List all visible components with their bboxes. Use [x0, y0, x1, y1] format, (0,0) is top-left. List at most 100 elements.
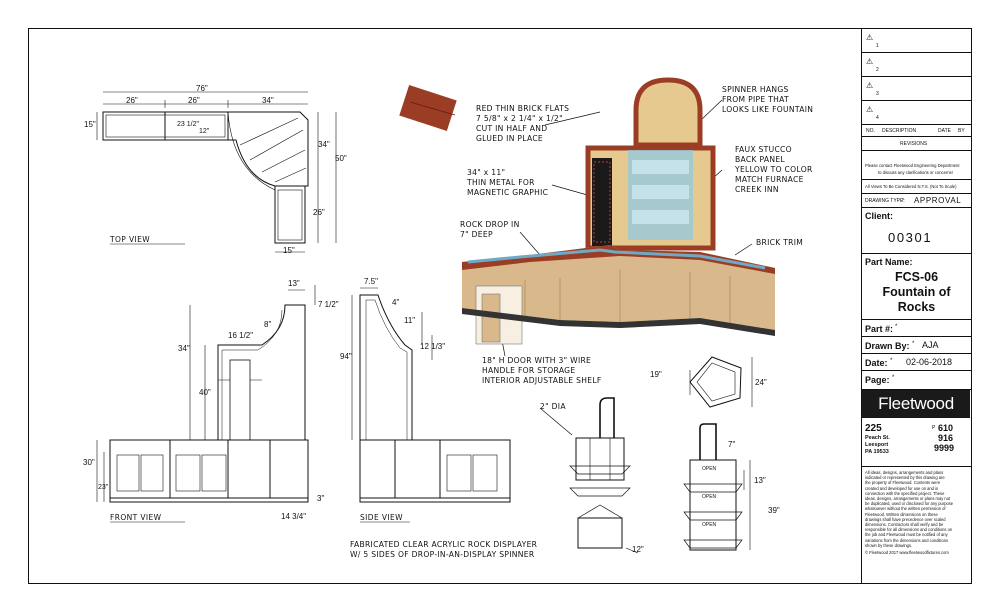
legal-line: variations from the dimensions and condi…	[865, 537, 949, 543]
spinner-open-label: OPEN	[702, 466, 717, 472]
brick-sample	[399, 85, 457, 131]
dim-side-h12: 12 1/3"	[420, 342, 446, 351]
spinner-elevation-drawing	[683, 423, 751, 551]
note-line: W/ 5 SIDES OF DROP-IN-AN-DISPLAY SPINNER	[350, 550, 535, 559]
note-spinner: SPINNER HANGS FROM PIPE THAT LOOKS LIKE …	[722, 85, 813, 115]
phone-area: 610	[938, 423, 954, 433]
top-view-label: TOP VIEW	[110, 235, 151, 244]
address-number: 225	[865, 423, 882, 434]
note-line: CUT IN HALF AND	[476, 124, 548, 133]
note-brick-trim: BRICK TRIM	[756, 238, 804, 247]
dim-spinner-h24: 24"	[755, 378, 767, 387]
note-rock-drop: ROCK DROP IN 7" DEEP	[460, 220, 520, 240]
drawing-border	[28, 28, 972, 584]
part-name-label: Part Name:	[865, 257, 913, 267]
dim-top-right2: 50"	[335, 154, 347, 163]
contact-line: to discuss any clarifications or concern…	[878, 170, 953, 175]
note-door: 18" H DOOR WITH 3" WIRE HANDLE FOR STORA…	[482, 356, 602, 386]
top-view-drawing	[96, 91, 337, 253]
phone-prefix: 916	[938, 433, 954, 443]
date-row: Date: * 02-06-2018	[862, 354, 971, 371]
dim-spinner-w19: 19"	[650, 370, 662, 379]
warning-icon: ⚠	[866, 105, 874, 114]
phone-label: P	[932, 425, 936, 431]
dim-top-right1: 34"	[318, 140, 330, 149]
dim-top-bottom: 15"	[283, 246, 295, 255]
note-line: CREEK INN	[735, 185, 779, 194]
note-line: 7 5/8" x 2 1/4" x 1/2"	[476, 114, 563, 123]
legal-line: the property of Fleetwood. Contents were	[865, 480, 941, 486]
dim-front-h40: 40"	[199, 388, 211, 397]
dim-top-small: 12"	[199, 128, 210, 135]
note-brick: RED THIN BRICK FLATS 7 5/8" x 2 1/4" x 1…	[476, 104, 569, 144]
drawn-by-value: AJA	[922, 340, 939, 350]
note-line: SPINNER HANGS	[722, 85, 789, 94]
revisions-label: REVISIONS	[862, 137, 971, 151]
copyright-line: © Fleetwood 2017 www.fleetwoodfixtures.c…	[865, 550, 949, 556]
part-number-label: Part #:	[865, 324, 894, 334]
page-row: Page: *	[862, 371, 971, 390]
note-line: 18" H DOOR WITH 3" WIRE	[482, 356, 592, 365]
note-line: FABRICATED CLEAR ACRYLIC ROCK DISPLAYER	[350, 540, 538, 549]
required-marker: *	[895, 324, 898, 330]
dim-spinner-h13: 13"	[754, 476, 766, 485]
nts-note: All Views To Be Considered N.T.S. (Not T…	[862, 180, 971, 194]
title-block: ⚠1 ⚠2 ⚠3 ⚠4 NO. DESCRIPTION DATE BY REVI…	[861, 29, 971, 583]
front-view-label: FRONT VIEW	[110, 513, 162, 522]
dim-front-w2: 8"	[264, 320, 272, 329]
rev-header-description: DESCRIPTION	[882, 128, 917, 134]
rev-number: 3	[876, 91, 879, 97]
required-marker: *	[890, 358, 893, 364]
dim-top-left: 15"	[84, 120, 96, 129]
nts-text: All Views To Be Considered N.T.S. (Not T…	[865, 184, 957, 189]
legal-line: shown by these drawings.	[865, 542, 913, 548]
drawing-type-row: DRAWING TYPE: * APPROVAL	[862, 194, 971, 208]
legal-line: All ideas, designs, arrangements and pla…	[865, 470, 944, 475]
spinner-open-label: OPEN	[702, 522, 717, 528]
part-name-line: Rocks	[897, 300, 936, 314]
part-name-line: FCS-06	[894, 270, 939, 284]
dim-front-top: 13"	[288, 279, 300, 288]
drawing-type-label: DRAWING TYPE:	[865, 198, 905, 204]
fleetwood-logo: Fleetwood	[862, 390, 970, 418]
date-label: Date:	[865, 358, 888, 368]
dim-spinner-h7: 7"	[728, 440, 736, 449]
note-metal: 34" x 11" THIN METAL FOR MAGNETIC GRAPHI…	[467, 168, 548, 198]
phone-line: 9999	[934, 443, 955, 453]
drawn-by-label: Drawn By:	[865, 341, 910, 351]
dim-front-h30: 30"	[83, 458, 95, 467]
legal-line: Fleetwood. Written dimensions on these	[865, 511, 938, 517]
client-row: Client: 00301	[862, 208, 971, 254]
dim-side-w4: 4"	[392, 298, 400, 307]
dim-side-top: 7.5"	[364, 277, 378, 286]
dim-top-seg2: 26"	[188, 96, 200, 105]
address-row: 225 Peach St. Leesport PA 19533 P 610 91…	[862, 419, 971, 467]
revision-row: ⚠3	[862, 77, 971, 101]
note-line: MATCH FURNACE	[735, 175, 804, 184]
client-value: 00301	[888, 230, 933, 245]
drawing-type-value: APPROVAL	[914, 196, 962, 205]
address-state: PA 19533	[865, 449, 889, 455]
spinner-top-drawing	[689, 356, 753, 408]
note-line: ROCK DROP IN	[460, 220, 520, 229]
part-name-line: Fountain of	[882, 285, 951, 299]
dim-side-h94: 94"	[340, 352, 352, 361]
note-line: RED THIN BRICK FLATS	[476, 104, 570, 113]
revision-row: ⚠2	[862, 53, 971, 77]
front-view-drawing	[96, 285, 316, 523]
revision-row: ⚠4	[862, 101, 971, 125]
dim-front-h34: 34"	[178, 344, 190, 353]
required-marker: *	[892, 375, 895, 381]
rev-header-date: DATE	[938, 128, 951, 134]
note-line: THIN METAL FOR	[467, 178, 535, 187]
legal-line: dimensions. Contractors shall verify and…	[865, 522, 944, 528]
dim-side-h11: 11"	[404, 316, 416, 325]
note-line: YELLOW TO COLOR	[735, 165, 813, 174]
note-pipe-dia: 2" DIA	[540, 402, 566, 411]
dim-top-inner: 23 1/2"	[177, 121, 199, 128]
note-line: 7" DEEP	[460, 230, 493, 239]
warning-icon: ⚠	[866, 81, 874, 90]
rev-number: 1	[876, 43, 879, 49]
client-label: Client:	[865, 211, 893, 221]
